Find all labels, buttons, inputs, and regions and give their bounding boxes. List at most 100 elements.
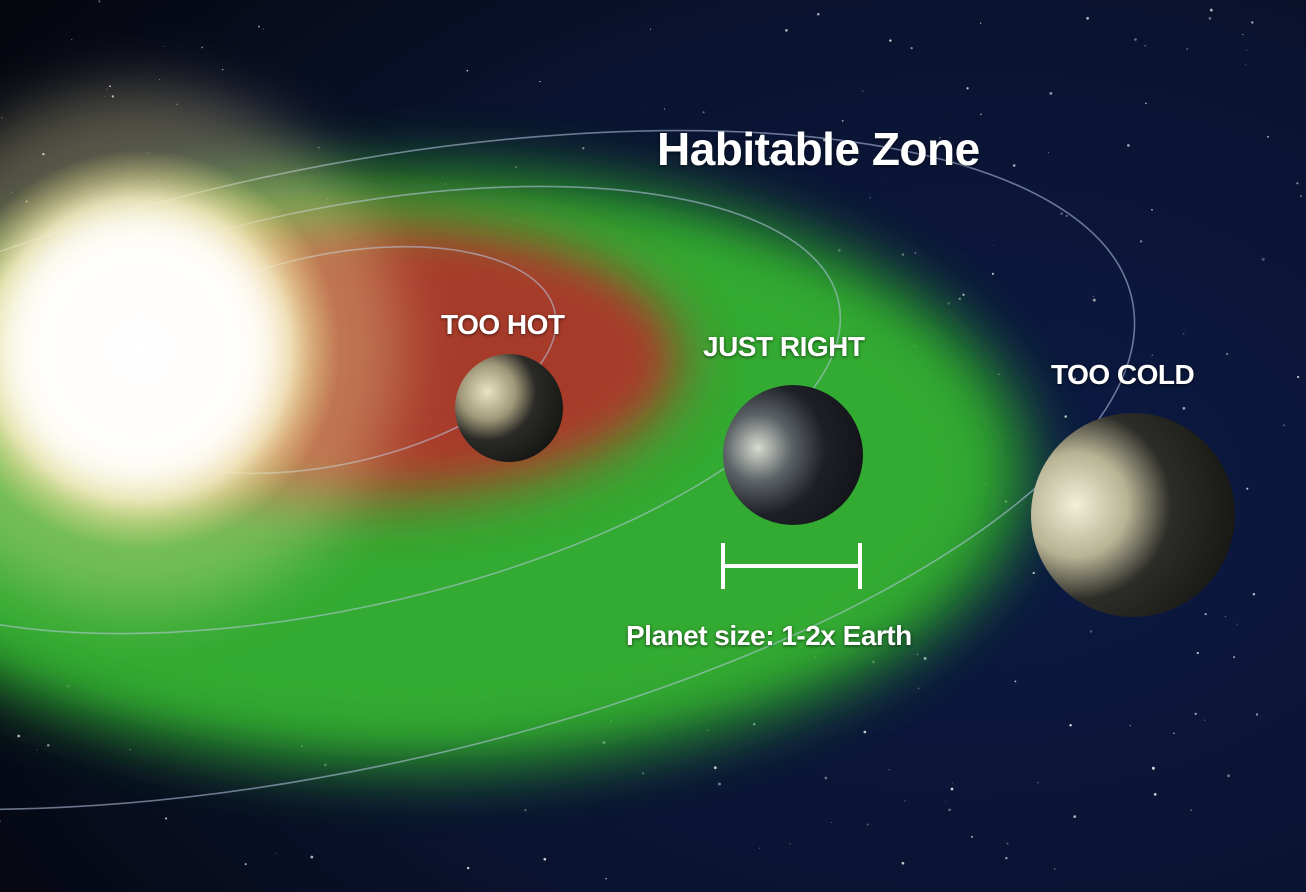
background-star	[1246, 49, 1248, 51]
background-star	[1151, 766, 1155, 770]
background-star	[263, 28, 265, 30]
background-star	[904, 800, 906, 802]
background-star	[605, 877, 607, 880]
just-right-label: JUST RIGHT	[703, 331, 865, 362]
background-star	[998, 373, 1000, 375]
background-star	[916, 653, 919, 656]
background-star	[914, 252, 917, 254]
background-star	[966, 87, 969, 90]
background-star	[1073, 377, 1077, 381]
background-star	[1190, 809, 1192, 812]
background-star	[163, 46, 165, 47]
background-star	[971, 835, 974, 838]
diagram-title: Habitable Zone	[657, 123, 980, 175]
background-star	[514, 166, 518, 169]
background-star	[837, 248, 841, 252]
background-star	[841, 119, 844, 122]
background-star	[543, 857, 547, 861]
background-star	[1145, 102, 1147, 105]
background-star	[947, 302, 951, 305]
background-star	[1251, 21, 1254, 24]
background-star	[962, 293, 965, 296]
background-star	[0, 116, 3, 119]
background-star	[1151, 208, 1153, 211]
background-star	[1246, 487, 1249, 490]
background-star	[1012, 164, 1016, 167]
background-star	[945, 800, 947, 802]
background-star	[645, 108, 647, 110]
background-star	[46, 743, 50, 747]
background-star	[1283, 424, 1285, 426]
star-icon	[0, 90, 400, 610]
background-star	[1032, 571, 1035, 575]
background-star	[923, 656, 927, 660]
background-star	[1129, 724, 1131, 727]
background-star	[1252, 592, 1256, 596]
background-star	[524, 808, 527, 812]
background-star	[1134, 38, 1137, 41]
planet-size-label: Planet size: 1-2x Earth	[626, 620, 912, 651]
background-star	[1245, 64, 1247, 66]
background-star	[1204, 719, 1206, 721]
background-star	[650, 28, 652, 30]
background-star	[1204, 612, 1207, 616]
background-star	[1092, 298, 1096, 302]
background-star	[758, 847, 761, 850]
background-star	[991, 272, 994, 275]
background-star	[0, 820, 1, 823]
background-star	[1006, 842, 1009, 845]
background-star	[159, 79, 161, 81]
background-star	[1255, 713, 1259, 716]
background-star	[1296, 182, 1299, 185]
background-star	[1139, 240, 1143, 243]
background-star	[958, 297, 961, 300]
background-star	[539, 80, 541, 83]
background-star	[1299, 195, 1303, 198]
background-star	[1069, 724, 1072, 727]
background-star	[1054, 868, 1056, 870]
background-star	[1208, 17, 1212, 20]
background-star	[785, 29, 788, 32]
background-star	[106, 88, 108, 90]
background-star	[257, 25, 260, 28]
background-star	[1092, 295, 1094, 297]
background-star	[129, 748, 131, 751]
background-star	[939, 137, 941, 139]
background-star	[109, 85, 111, 88]
background-star	[1153, 793, 1157, 796]
background-star	[1266, 135, 1269, 138]
background-star	[745, 143, 747, 145]
background-star	[1296, 375, 1300, 379]
background-star	[1261, 257, 1265, 261]
background-star	[980, 113, 982, 115]
background-star	[769, 156, 772, 160]
planet-habitable-icon	[723, 385, 863, 525]
background-star	[1151, 354, 1153, 356]
background-star	[713, 766, 717, 770]
background-star	[1086, 16, 1089, 20]
background-star	[869, 196, 871, 199]
background-star	[951, 782, 953, 784]
background-star	[1144, 45, 1146, 47]
background-star	[901, 253, 905, 256]
background-star	[17, 734, 21, 738]
background-star	[1227, 774, 1231, 778]
background-star	[702, 111, 705, 114]
planet-size-scale-bar	[721, 543, 862, 589]
background-star	[466, 69, 469, 72]
background-star	[201, 46, 204, 49]
too-hot-label: TOO HOT	[441, 309, 565, 340]
background-star	[1196, 651, 1199, 655]
background-star	[582, 147, 585, 150]
background-star	[1049, 91, 1053, 95]
background-star	[1064, 415, 1067, 418]
background-star	[1173, 732, 1175, 735]
background-star	[1182, 407, 1186, 410]
background-star	[888, 769, 890, 771]
background-star	[222, 68, 224, 71]
background-star	[1209, 8, 1213, 12]
background-star	[824, 776, 828, 780]
background-star	[831, 822, 833, 823]
background-star	[1005, 856, 1008, 860]
